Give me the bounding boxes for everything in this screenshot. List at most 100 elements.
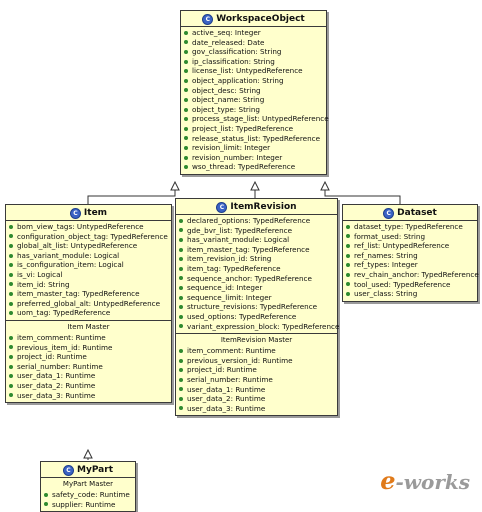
attribute-row: safety_code: Runtime: [44, 490, 133, 500]
class-icon: C: [63, 464, 74, 476]
attribute-text: variant_expression_block: TypedReference: [187, 321, 340, 331]
item-title: Item: [83, 208, 108, 218]
attribute-row: revision_number: Integer: [184, 153, 324, 163]
attribute-text: revision_number: Integer: [192, 152, 283, 162]
attribute-icon: [346, 253, 350, 258]
attribute-row: preferred_global_alt: UntypedReference: [9, 299, 169, 309]
attribute-text: project_id: Runtime: [187, 365, 257, 375]
attribute-icon: [346, 263, 350, 268]
itemrevision-master-title: ItemRevision Master: [220, 336, 293, 345]
attribute-icon: [184, 97, 188, 102]
class-icon: C: [69, 207, 81, 219]
attribute-text: ip_classification: String: [192, 56, 275, 66]
attribute-text: user_data_1: Runtime: [17, 371, 96, 381]
attribute-row: item_comment: Runtime: [179, 346, 335, 356]
attribute-icon: [9, 272, 13, 277]
attribute-text: release_status_list: TypedReference: [192, 133, 321, 143]
attribute-text: has_variant_module: Logical: [17, 250, 120, 260]
attribute-icon: [184, 40, 188, 45]
itemrevision-class[interactable]: C ItemRevision declared_options: TypedRe…: [175, 198, 340, 417]
attribute-text: project_id: Runtime: [17, 352, 87, 362]
attribute-icon: [184, 145, 188, 150]
attribute-text: item_comment: Runtime: [17, 332, 106, 342]
attribute-icon: [9, 253, 13, 258]
attribute-text: user_data_2: Runtime: [17, 380, 96, 390]
dataset-title: Dataset: [397, 208, 437, 218]
attribute-row: item_comment: Runtime: [9, 333, 169, 343]
attribute-text: used_options: TypedReference: [187, 311, 297, 321]
attribute-icon: [179, 285, 183, 290]
attribute-text: item_comment: Runtime: [187, 346, 276, 356]
attribute-row: license_list: UntypedReference: [184, 66, 324, 76]
attribute-text: object_type: String: [192, 104, 260, 114]
dataset-inheritance-arrow: [320, 180, 330, 191]
attribute-icon: [179, 368, 183, 373]
attribute-icon: [9, 301, 13, 306]
attribute-row: declared_options: TypedReference: [179, 216, 335, 226]
mypart-class[interactable]: C MyPart MyPart Master safety_code: Runt…: [40, 461, 136, 512]
attribute-icon: [184, 126, 188, 131]
attribute-text: previous_item_id: Runtime: [17, 342, 113, 352]
attribute-icon: [9, 335, 13, 340]
attribute-icon: [346, 234, 350, 239]
attribute-text: wso_thread: TypedReference: [192, 162, 296, 172]
attribute-text: item_revision_id: String: [187, 254, 272, 264]
attribute-row: ref_types: Integer: [346, 260, 475, 270]
attribute-row: is_configuration_item: Logical: [9, 260, 169, 270]
attribute-icon: [346, 282, 350, 287]
attribute-text: declared_options: TypedReference: [187, 216, 311, 225]
attribute-icon: [346, 224, 350, 229]
attribute-row: used_options: TypedReference: [179, 312, 335, 322]
attribute-row: user_data_1: Runtime: [9, 371, 169, 381]
attribute-row: rev_chain_anchor: TypedReference: [346, 270, 479, 280]
attribute-icon: [9, 383, 13, 388]
attribute-row: object_application: String: [184, 76, 324, 86]
logo-prefix: e: [380, 466, 396, 495]
attribute-row: ip_classification: String: [184, 57, 324, 67]
attribute-row: sequence_anchor: TypedReference: [179, 274, 335, 284]
attribute-icon: [184, 78, 188, 83]
attribute-row: user_data_2: Runtime: [9, 381, 169, 391]
attribute-text: sequence_limit: Integer: [187, 292, 272, 302]
eworks-logo: e-works: [380, 466, 470, 495]
attribute-text: user_data_3: Runtime: [187, 403, 266, 413]
mypart-title: MyPart: [77, 465, 113, 475]
attribute-text: sequence_anchor: TypedReference: [187, 273, 312, 283]
attribute-row: global_alt_list: UntypedReference: [9, 241, 169, 251]
attribute-row: object_type: String: [184, 105, 324, 115]
attribute-text: structure_revisions: TypedReference: [187, 302, 318, 312]
attribute-text: supplier: Runtime: [52, 499, 116, 509]
attribute-row: wso_thread: TypedReference: [184, 162, 324, 172]
attribute-icon: [184, 69, 188, 74]
attribute-row: release_status_list: TypedReference: [184, 134, 324, 144]
attribute-icon: [44, 502, 48, 507]
attribute-icon: [9, 282, 13, 287]
item-inheritance-line: [87, 184, 176, 204]
attribute-icon: [184, 49, 188, 54]
attribute-text: has_variant_module: Logical: [187, 235, 290, 245]
class-icon: C: [216, 201, 228, 213]
attribute-text: rev_chain_anchor: TypedReference: [354, 269, 479, 279]
class-icon: C: [383, 207, 395, 219]
attribute-text: serial_number: Runtime: [17, 361, 103, 371]
itemrevision-title: ItemRevision: [230, 202, 297, 212]
attribute-text: uom_tag: TypedReference: [17, 308, 111, 318]
attribute-icon: [9, 345, 13, 350]
attribute-row: gde_bvr_list: TypedReference: [179, 226, 335, 236]
attribute-icon: [9, 393, 13, 398]
attribute-icon: [179, 324, 183, 329]
attribute-icon: [184, 30, 188, 35]
item-master-title: Item Master: [67, 322, 110, 331]
attribute-icon: [184, 88, 188, 93]
attribute-text: object_name: String: [192, 95, 265, 105]
item-header: C Item: [6, 205, 171, 221]
attribute-icon: [9, 224, 13, 229]
attribute-icon: [184, 107, 188, 112]
attribute-row: ref_names: String: [346, 251, 475, 261]
attribute-row: serial_number: Runtime: [9, 362, 169, 372]
